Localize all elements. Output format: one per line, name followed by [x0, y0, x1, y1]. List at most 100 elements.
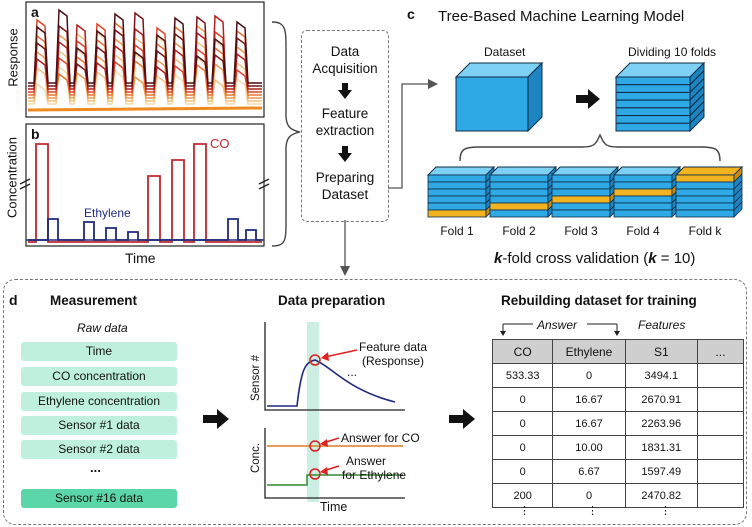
col-ethylene: Ethylene: [552, 339, 626, 364]
table-cell: 0: [491, 411, 554, 436]
table-cell: 200: [491, 483, 554, 508]
prep-time-label: Time: [320, 500, 348, 514]
table-cell: [696, 459, 745, 484]
panel-c-letter: c: [407, 6, 415, 22]
cv-end: = 10): [656, 250, 696, 267]
raw-data-label: Raw data: [77, 321, 128, 335]
arrow-right-icon: [203, 409, 229, 429]
fold-label-1: Fold 1: [440, 224, 474, 238]
panel-d-frame: [3, 279, 747, 525]
feature-data-label: Feature data (Response): [359, 340, 427, 368]
answer-co-label: Answer for CO: [341, 431, 420, 445]
co-label: CO: [210, 136, 230, 151]
dataset-label: Dataset: [484, 45, 526, 59]
axis-break-right: [258, 178, 270, 190]
table-cell: 6.67: [552, 459, 626, 484]
arrow-right-icon: [576, 89, 600, 109]
raw-item-ethylene: Ethylene concentration: [21, 392, 177, 411]
cv-k2: k: [648, 250, 657, 267]
panel-a-ylabel: Response: [5, 28, 21, 87]
rebuild-title: Rebuilding dataset for training: [501, 293, 697, 308]
raw-item-sensor-1: Sensor #1 data: [21, 416, 177, 435]
sensor-axis-label: Sensor #: [250, 354, 262, 402]
table-cell: 16.67: [552, 411, 626, 436]
raw-item-sensor-2: Sensor #2 data: [21, 440, 177, 459]
conc-plot-axes: [264, 428, 405, 499]
divided-folds-stack: [614, 61, 706, 133]
data-prep-plots: [264, 322, 405, 502]
arrow-down-icon: [338, 83, 352, 104]
conc-axis-label: Conc.: [250, 442, 262, 474]
table-cell: 533.33: [491, 363, 554, 388]
raw-item-sensor-16: Sensor #16 data: [21, 489, 177, 508]
brace-ab: [271, 21, 301, 247]
table-cell: 10.00: [552, 435, 626, 460]
cv-k: k: [494, 250, 503, 267]
panel-a-response-plot: [25, 1, 265, 118]
raw-items-ellipsis: ...: [90, 460, 101, 475]
sensor-plot-axes: [264, 322, 405, 411]
panel-a-letter: a: [31, 4, 39, 20]
fold-label-4: Fold 4: [626, 224, 660, 238]
col-more: ...: [696, 339, 745, 364]
table-cell: 0: [552, 363, 626, 388]
table-cell: 1831.31: [624, 435, 698, 460]
flow-step-preparing-dataset: Preparing Dataset: [315, 170, 375, 202]
table-cell: 3494.1: [624, 363, 698, 388]
measurement-title: Measurement: [50, 293, 138, 308]
fold-label-2: Fold 2: [502, 224, 536, 238]
flow-box: Data Acquisition Feature extraction Prep…: [301, 30, 389, 222]
ethylene-label: Ethylene: [84, 206, 131, 220]
answer-ethylene-marker: [309, 468, 321, 480]
col-s1: S1: [624, 339, 698, 364]
answer-header: Answer: [495, 318, 625, 336]
panel-a: a Response: [0, 0, 270, 122]
table-header-row: CO Ethylene S1 ...: [491, 339, 745, 364]
panel-b-letter: b: [31, 126, 40, 142]
data-prep-title: Data preparation: [278, 293, 386, 308]
table-cell: 0: [491, 387, 554, 412]
table-cell: [696, 387, 745, 412]
divided-label: Dividing 10 folds: [628, 45, 717, 59]
answer-ethylene-label: Answer for Ethylene: [342, 454, 406, 482]
table-cell: [696, 363, 745, 388]
dataset-cube: [454, 61, 544, 133]
feature-marker: [309, 354, 321, 366]
table-cell: [696, 483, 745, 508]
table-cell: 0: [552, 483, 626, 508]
panel-c-title: Tree-Based Machine Learning Model: [438, 8, 685, 25]
time-axis-label: Time: [125, 250, 156, 266]
panel-b-frame: [25, 123, 265, 247]
arrow-down-icon: [338, 146, 352, 167]
table-cell: 0: [491, 459, 554, 484]
response-curve: [28, 8, 262, 84]
arrow-to-panel-c: [388, 79, 438, 189]
table-cell: [696, 435, 745, 460]
table-cell: 2670.91: [624, 387, 698, 412]
fold-label-5: Fold k: [688, 224, 722, 238]
flow-step-feature-extraction: Feature extraction: [315, 106, 375, 138]
flow-step-data-acquisition: Data Acquisition: [312, 44, 378, 76]
axis-break-left: [19, 178, 31, 190]
table-cell: 2263.96: [624, 411, 698, 436]
table-cell: 2470.82: [624, 483, 698, 508]
response-baseline: [27, 106, 263, 112]
panel-b-ylabel: Concentration: [4, 137, 20, 218]
feature-data-sub: (Response): [362, 354, 425, 368]
arrow-to-panel-d: [340, 220, 350, 276]
table-continuation: ⋮ ⋮ ⋮: [519, 505, 671, 517]
panel-d-letter: d: [9, 292, 18, 308]
features-header: Features: [638, 318, 686, 332]
cv-mid: -fold cross validation (: [502, 250, 649, 267]
panel-c-graphic: [426, 61, 744, 218]
table-cell: 0: [491, 435, 554, 460]
table-cell: 16.67: [552, 387, 626, 412]
raw-item-time: Time: [21, 342, 177, 361]
response-curves: [27, 8, 263, 112]
